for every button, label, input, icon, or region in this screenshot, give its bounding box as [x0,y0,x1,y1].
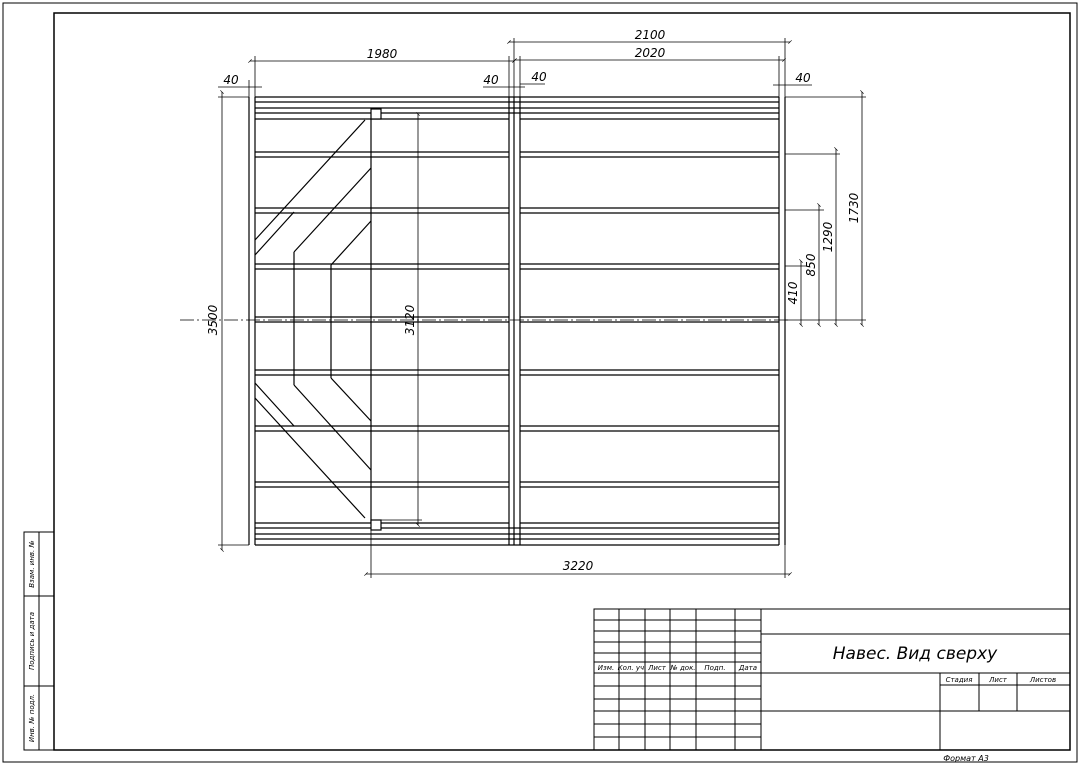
post-top [370,108,382,120]
dim-h1: 410 [786,281,800,304]
dim-height-inner: 3120 [403,304,417,335]
side-stamp [23,531,55,751]
dim-gap-left: 40 [223,73,239,87]
dim-bottom-span: 3220 [563,559,594,573]
sheets-label: Листов [1029,676,1056,684]
dim-gap-right: 40 [795,71,811,85]
drawing-title: Навес. Вид сверху [833,644,998,664]
dim-width-right: 2020 [635,46,666,60]
title-block [593,608,1071,751]
side-stamp-inv-subst: Взам. инв. № [28,540,36,588]
dim-h4: 1730 [847,192,861,223]
left-truss [254,119,372,523]
dim-gap-mid-left: 40 [483,73,499,87]
dimension-lines [218,38,866,578]
canopy-plan [248,96,786,546]
drawing-frame [53,12,1071,751]
dim-h2: 850 [804,253,818,276]
col-data: Дата [738,664,757,672]
top-edge-rails [255,96,779,120]
col-izm: Изм. [598,664,614,672]
col-list: Лист [647,664,667,672]
side-stamp-sign-date: Подпись и дата [28,612,36,670]
purlins [255,151,779,488]
dimension-labels: 1980 2100 2020 40 40 40 40 3500 3120 322… [206,28,861,573]
stage-label: Стадия [946,676,973,684]
dim-width-left: 1980 [367,47,398,61]
dim-h3: 1290 [821,221,835,252]
post-bottom [370,519,382,531]
side-stamp-inv-orig: Инв. № подл. [28,694,36,742]
bottom-edge-rails [255,522,779,546]
col-ndok: № док. [669,664,695,672]
dim-height-total: 3500 [206,304,220,335]
sheet-label: Лист [988,676,1008,684]
dim-gap-mid-right: 40 [531,70,547,84]
format-label: Формат А3 [943,754,989,763]
col-kol: Кол. уч. [618,664,647,672]
dim-width-total: 2100 [635,28,666,42]
col-podp: Подп. [704,664,725,672]
